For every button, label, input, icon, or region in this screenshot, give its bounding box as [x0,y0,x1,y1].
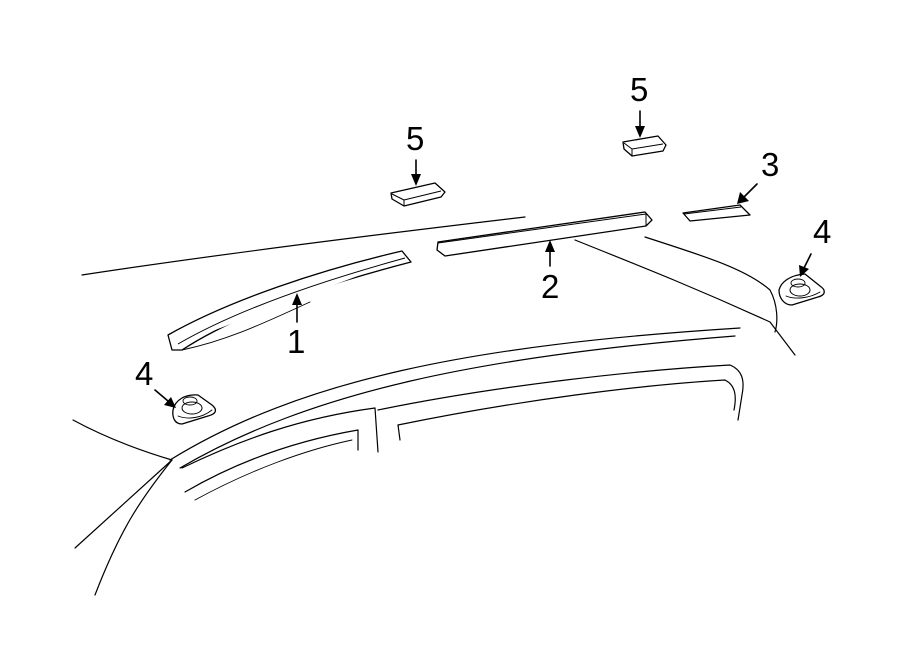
roof-panel-right-seam [574,239,796,356]
roof-outer-drip-rail [169,327,741,461]
arrow-end-cap-left [154,389,169,402]
roof-right-edge [644,236,778,333]
rear-door-frame-inner [397,379,736,426]
callout-rail-cover: 3 [761,146,779,183]
end-cap-left[interactable] [172,394,217,425]
callout-roof-rail-left: 1 [287,323,305,360]
support-left[interactable] [390,182,446,207]
front-door-glass-edge [194,439,353,501]
rail-cover[interactable] [682,204,751,222]
front-door-frame-outer [181,407,379,469]
support-right[interactable] [622,135,667,157]
callout-end-cap-left: 4 [135,355,153,392]
leader-arrows [154,110,812,408]
arrowhead-end-cap-left [164,397,176,408]
end-cap-right[interactable] [778,273,825,306]
callout-roof-rail-center: 2 [541,268,559,305]
roof-rail-center[interactable] [436,211,653,257]
arrowhead-end-cap-right [799,265,809,277]
arrow-rail-cover [743,183,758,198]
rear-door-glass-bottom [397,424,401,441]
callout-labels: 1 2 3 4 4 5 5 [135,71,831,392]
arrowhead-roof-rail-left [292,293,302,305]
callout-support-right: 5 [630,71,648,108]
roof-rail-left[interactable] [167,250,412,351]
rear-door-frame-outer [377,364,744,421]
callout-support-left: 5 [406,120,424,157]
vehicle-body-outline [72,216,796,596]
arrowhead-rail-cover [737,192,749,204]
callout-end-cap-right: 4 [813,213,831,250]
front-door-frame-inner [184,429,359,493]
arrow-end-cap-right [803,253,812,269]
arrowhead-support-right [635,126,645,138]
roof-inner-drip-rail [179,335,736,469]
arrowhead-roof-rail-center [545,240,555,252]
arrowhead-support-left [411,174,421,186]
roof-top-edge [81,216,526,276]
a-pillar [94,459,173,596]
windshield-pillar-left [72,419,173,549]
